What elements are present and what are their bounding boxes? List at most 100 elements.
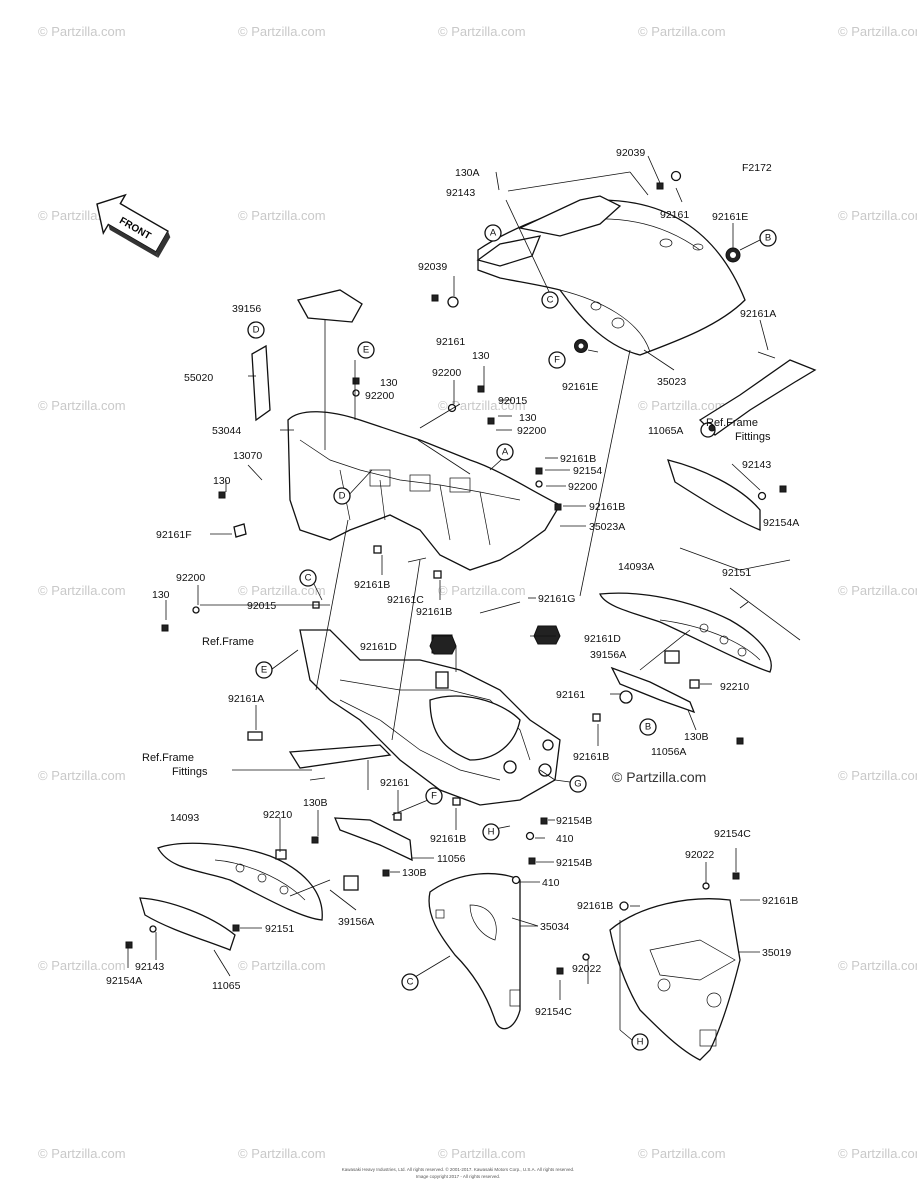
watermark: © Partzilla.com <box>38 24 126 39</box>
watermark: © Partzilla.com <box>238 1146 326 1161</box>
screw-icon <box>732 872 740 880</box>
callout-f: F <box>425 787 443 805</box>
callout-h: H <box>631 1033 649 1051</box>
part-label: 35023A <box>589 521 625 533</box>
ref-frame-label: Ref.Frame <box>142 752 194 764</box>
part-label: 410 <box>556 833 574 845</box>
part-label: 92015 <box>498 395 527 407</box>
watermark: © Partzilla.com <box>838 1146 917 1161</box>
grommet-92161f-icon <box>233 523 247 538</box>
watermark: © Partzilla.com <box>438 24 526 39</box>
part-label: 130 <box>380 377 398 389</box>
part-label: 130 <box>213 475 231 487</box>
svg-text:H: H <box>488 827 495 838</box>
watermark: © Partzilla.com <box>238 958 326 973</box>
bracket-11056a <box>610 666 696 714</box>
part-label: 130A <box>455 167 480 179</box>
watermark: © Partzilla.com <box>438 1146 526 1161</box>
part-label: 11056A <box>651 746 686 758</box>
callout-d: D <box>247 321 265 339</box>
part-label: 130B <box>303 797 328 809</box>
callout-b: B <box>759 229 777 247</box>
screw-icon <box>311 836 319 844</box>
part-label: 92015 <box>247 600 276 612</box>
svg-text:B: B <box>765 233 771 244</box>
watermark: © Partzilla.com <box>838 583 917 598</box>
part-label: 92151 <box>265 923 294 935</box>
svg-text:C: C <box>547 295 554 306</box>
grommet-icon <box>373 545 382 554</box>
svg-text:B: B <box>645 722 651 733</box>
part-label: 92161A <box>740 308 776 320</box>
side-cover-14093 <box>157 842 359 921</box>
part-label: 92200 <box>365 390 394 402</box>
grommet-icon <box>619 901 629 911</box>
watermark: © Partzilla.com <box>438 583 526 598</box>
svg-text:F: F <box>431 791 437 802</box>
rear-frame <box>299 629 561 806</box>
watermark: © Partzilla.com <box>838 208 917 223</box>
screw-icon <box>352 377 360 385</box>
screw-icon <box>218 491 226 499</box>
part-label: 92143 <box>135 961 164 973</box>
part-label: 11065A <box>648 425 683 437</box>
fender-35019 <box>609 898 741 1061</box>
part-label: 39156 <box>232 303 261 315</box>
part-label: 92161F <box>156 529 192 541</box>
watermark-dark: © Partzilla.com <box>612 769 706 785</box>
grommet-icon <box>619 690 633 704</box>
grommet-icon <box>447 296 459 308</box>
part-label: 130B <box>402 867 427 879</box>
watermark-group: © Partzilla.com © Partzilla.com © Partzi… <box>38 24 917 1161</box>
part-label: 92039 <box>616 147 645 159</box>
watermark: © Partzilla.com <box>38 1146 126 1161</box>
grommet-icon <box>670 170 682 182</box>
screw-icon <box>779 485 787 493</box>
part-label: 92161B <box>577 900 613 912</box>
watermark: © Partzilla.com <box>838 24 917 39</box>
watermark: © Partzilla.com <box>638 398 726 413</box>
part-labels: 92039 F2172 130A 92143 92161 92161E 9203… <box>106 147 799 1018</box>
screw-icon <box>540 817 548 825</box>
svg-text:H: H <box>637 1037 644 1048</box>
part-label: 39156A <box>590 649 626 661</box>
part-label: 92210 <box>720 681 749 693</box>
screw-icon <box>556 967 564 975</box>
callout-f: F <box>548 351 566 369</box>
callout-b: B <box>639 718 657 736</box>
part-label: 92161 <box>436 336 465 348</box>
bracket-11056 <box>334 817 413 862</box>
part-label: 92161 <box>380 777 409 789</box>
svg-text:E: E <box>363 345 369 356</box>
side-cover-11065 <box>139 897 236 951</box>
svg-text:C: C <box>305 573 312 584</box>
rear-fender-35023 <box>476 195 746 356</box>
part-label: 92161 <box>660 209 689 221</box>
part-label: 92161B <box>430 833 466 845</box>
callout-a: A <box>484 224 502 242</box>
watermark: © Partzilla.com <box>38 958 126 973</box>
screw-icon <box>431 294 439 302</box>
washer-icon <box>757 491 767 501</box>
watermark: © Partzilla.com <box>38 583 126 598</box>
part-label: 92143 <box>446 187 475 199</box>
part-label: 13070 <box>233 450 262 462</box>
screw-icon <box>656 182 664 190</box>
part-label: 130 <box>519 412 537 424</box>
part-label: 92161B <box>589 501 625 513</box>
grommet-92161d-icon <box>429 635 457 655</box>
footer-copyright: Kawasaki Heavy Industries, Ltd. All righ… <box>342 1166 574 1172</box>
rod-92161g <box>479 601 521 614</box>
callout-c: C <box>401 973 419 991</box>
part-label: 92200 <box>176 572 205 584</box>
washer-icon <box>149 925 157 933</box>
screw-icon <box>161 624 169 632</box>
callout-e: E <box>357 341 375 359</box>
svg-text:A: A <box>490 228 497 239</box>
callout-d: D <box>333 487 351 505</box>
ref-frame-fitting-right <box>698 351 817 438</box>
watermark: © Partzilla.com <box>638 24 726 39</box>
part-label: 92154B <box>556 857 592 869</box>
callout-group: A B C D E F A D C E B F G H C H <box>247 224 777 1051</box>
fender-35034 <box>428 872 521 1030</box>
